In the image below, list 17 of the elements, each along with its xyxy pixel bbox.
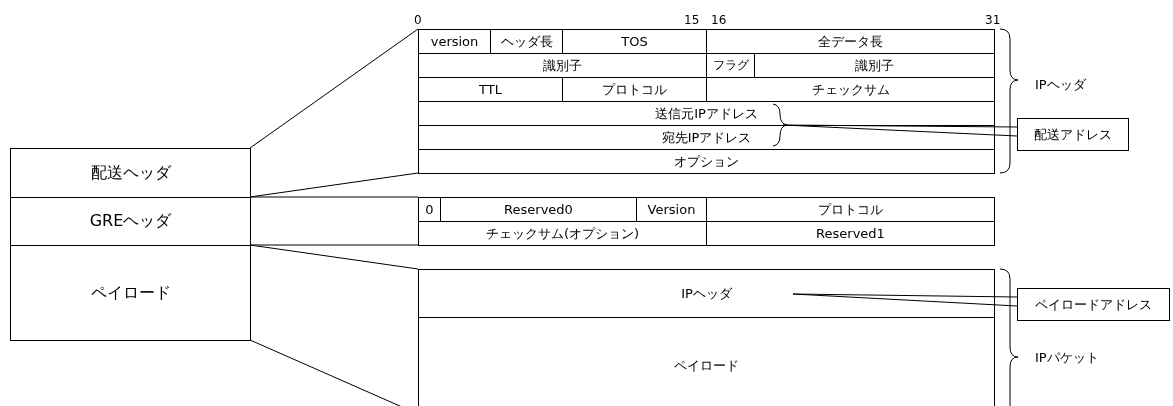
bit-number: 31 <box>985 13 1001 27</box>
zoom-line <box>249 244 419 270</box>
leader-line <box>792 293 1018 307</box>
bit-number: 15 <box>684 13 700 27</box>
bit-number: 0 <box>414 13 422 27</box>
brace-label: IPパケット <box>1035 349 1099 367</box>
zoom-line <box>249 244 419 246</box>
brace-label: IPヘッダ <box>1035 76 1086 94</box>
leader-line <box>782 124 1018 137</box>
bit-number: 16 <box>711 13 727 27</box>
section-box: 配送ヘッダ <box>10 148 251 198</box>
zoom-line <box>249 28 419 149</box>
callout-box: 配送アドレス <box>1017 118 1129 151</box>
zoom-line <box>249 196 419 198</box>
section-box: ペイロード <box>10 245 251 341</box>
section-box: GREヘッダ <box>10 197 251 246</box>
callout-box: ペイロードアドレス <box>1017 288 1170 321</box>
